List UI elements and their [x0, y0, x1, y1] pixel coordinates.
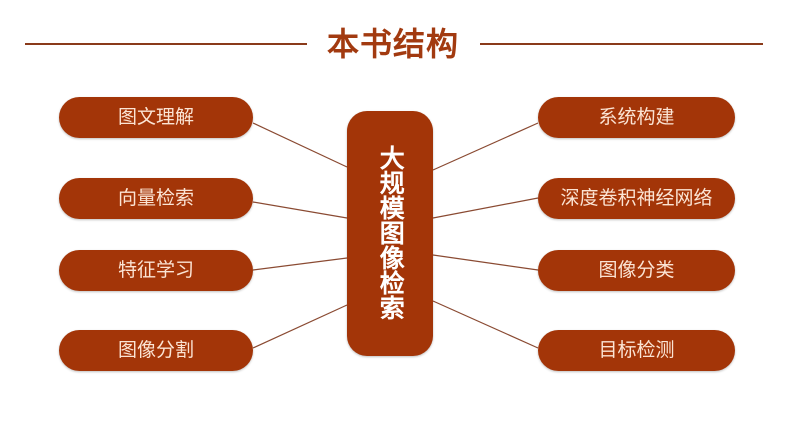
node-image-text-understanding: 图文理解 [59, 97, 253, 138]
title-rule-left [25, 43, 307, 45]
node-system-building: 系统构建 [538, 97, 735, 138]
center-topic-box: 大规模图像检索 [347, 111, 433, 356]
node-feature-learning: 特征学习 [59, 250, 253, 291]
page-title: 本书结构 [326, 25, 459, 63]
title-row: 本书结构 [0, 0, 785, 80]
node-image-classification: 图像分类 [538, 250, 735, 291]
node-vector-retrieval: 向量检索 [59, 178, 253, 219]
connector-right-1 [432, 122, 539, 171]
center-topic-label: 大规模图像检索 [376, 145, 406, 320]
connector-left-4 [252, 304, 348, 349]
node-deep-cnn: 深度卷积神经网络 [538, 178, 735, 219]
connector-right-2 [432, 197, 539, 219]
connector-left-2 [252, 201, 348, 219]
title-rule-right [480, 43, 763, 45]
node-image-segmentation: 图像分割 [59, 330, 253, 371]
node-object-detection: 目标检测 [538, 330, 735, 371]
connector-right-4 [432, 300, 539, 349]
connector-left-3 [252, 257, 348, 271]
connector-right-3 [432, 254, 539, 271]
connector-left-1 [252, 122, 348, 168]
